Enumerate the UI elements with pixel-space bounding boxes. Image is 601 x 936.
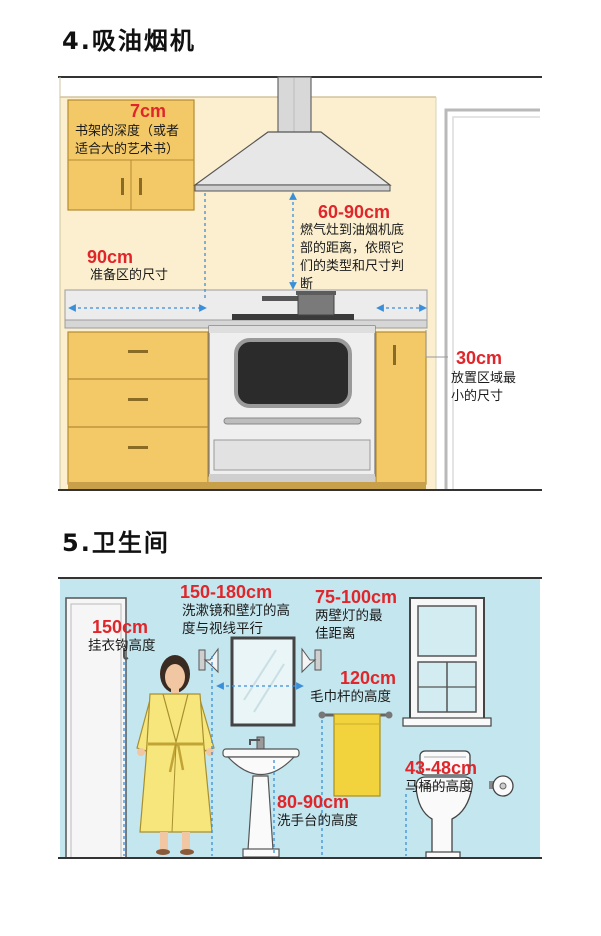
shelf-depth-text: 书架的深度（或者 <box>75 124 180 139</box>
sink-height-text: 洗手台的高度 <box>277 813 358 829</box>
toilet-height-text: 马桶的高度 <box>405 779 473 795</box>
door-frame <box>444 108 540 490</box>
leg <box>160 832 168 850</box>
towel-bar <box>318 711 393 797</box>
landing-area-value: 30cm <box>456 348 503 368</box>
cabinet-handle <box>139 178 142 195</box>
landing-area-text: 放置区域最 <box>451 371 517 386</box>
toilet-height-note: 43-48cm 马桶的高度 <box>405 758 477 796</box>
cabinet-handle <box>121 178 124 195</box>
lower-left-cabinet <box>67 331 209 485</box>
mirror <box>230 636 296 727</box>
face <box>165 664 185 690</box>
toe-kick <box>68 482 426 489</box>
lamp-distance-value: 75-100cm <box>315 587 398 607</box>
hood-height-text: 部的距离，依照它 <box>300 241 405 256</box>
hood-height-text: 断 <box>300 277 314 292</box>
hood-height-note: 60-90cm 燃气灶到油烟机底 部的距离，依照它 们的类型和尺寸判 断 <box>300 202 404 294</box>
towel-bar-height-text: 毛巾杆的高度 <box>310 689 391 705</box>
shelf-depth-note: 7cm 书架的深度（或者 适合大的艺术书） <box>75 101 179 159</box>
mirror-height-text: 洗漱镜和壁灯的高 <box>182 603 290 619</box>
hook-height-text: 挂衣钩高度 <box>88 638 156 654</box>
oven-handle <box>223 417 362 425</box>
mirror-height-text: 度与视线平行 <box>182 621 263 637</box>
landing-area-leader <box>425 330 448 358</box>
mirror-height-value: 150-180cm <box>180 582 273 602</box>
bathroom-illustration <box>58 577 542 859</box>
shelf-depth-value: 7cm <box>130 101 167 121</box>
pot <box>297 292 335 316</box>
bathroom-section-title: 5.卫生间 <box>62 529 170 557</box>
leg <box>182 832 190 850</box>
left-wall-lamp <box>198 647 219 674</box>
hook-height-note: 150cm 挂衣钩高度 <box>88 617 156 655</box>
toilet <box>415 750 473 859</box>
oven <box>208 325 376 484</box>
coat-hook <box>123 648 129 660</box>
toilet-height-value: 43-48cm <box>405 758 478 778</box>
range-hood <box>193 76 392 192</box>
towel-bar-height-value: 120cm <box>340 668 397 688</box>
lamp-distance-text: 两壁灯的最 <box>315 608 383 624</box>
drawer-handle <box>128 350 148 353</box>
pan-handle <box>262 296 302 301</box>
landing-area-note: 30cm 放置区域最 小的尺寸 <box>451 348 516 406</box>
countertop <box>64 289 428 329</box>
sink-height-value: 80-90cm <box>277 792 350 812</box>
hood-height-text: 们的类型和尺寸判 <box>300 259 405 274</box>
lamp-distance-text: 佳距离 <box>315 626 356 642</box>
cabinet-handle <box>393 345 396 365</box>
towel-bar-note: 120cm 毛巾杆的高度 <box>310 668 396 706</box>
oven-window <box>234 338 352 408</box>
hood-height-value: 60-90cm <box>318 202 391 222</box>
hood-height-text: 燃气灶到油烟机底 <box>300 223 405 238</box>
pedestal-sink <box>222 736 300 858</box>
kitchen-section-title: 4.吸油烟机 <box>62 27 196 55</box>
window-sill <box>402 717 492 727</box>
shelf-depth-text: 适合大的艺术书） <box>75 142 180 157</box>
toilet-paper-roll <box>489 775 514 797</box>
sink-pedestal <box>247 775 274 851</box>
hook-height-value: 150cm <box>92 617 149 637</box>
lamp-distance-note: 75-100cm 两壁灯的最 佳距离 <box>315 587 397 643</box>
hood-lip <box>194 184 391 192</box>
right-wall-lamp <box>301 647 322 674</box>
faucet <box>256 736 265 751</box>
prep-area-note: 90cm 准备区的尺寸 <box>87 247 168 285</box>
prep-area-value: 90cm <box>87 247 134 267</box>
stove-top <box>232 291 354 320</box>
drawer-handle <box>128 446 148 449</box>
lower-right-cabinet <box>375 331 427 485</box>
landing-area-text: 小的尺寸 <box>451 389 504 404</box>
prep-area-text: 准备区的尺寸 <box>90 268 169 283</box>
robe-body <box>139 693 213 833</box>
mirror-height-note: 150-180cm 洗漱镜和壁灯的高 度与视线平行 <box>180 582 290 638</box>
upper-cabinet <box>67 99 195 211</box>
bathroom-window <box>402 597 492 727</box>
towel <box>333 713 381 797</box>
toilet-bowl <box>415 776 473 855</box>
kitchen-illustration <box>58 76 542 491</box>
sink-height-note: 80-90cm 洗手台的高度 <box>277 792 358 830</box>
person-in-robe <box>136 655 215 855</box>
drawer-handle <box>128 398 148 401</box>
